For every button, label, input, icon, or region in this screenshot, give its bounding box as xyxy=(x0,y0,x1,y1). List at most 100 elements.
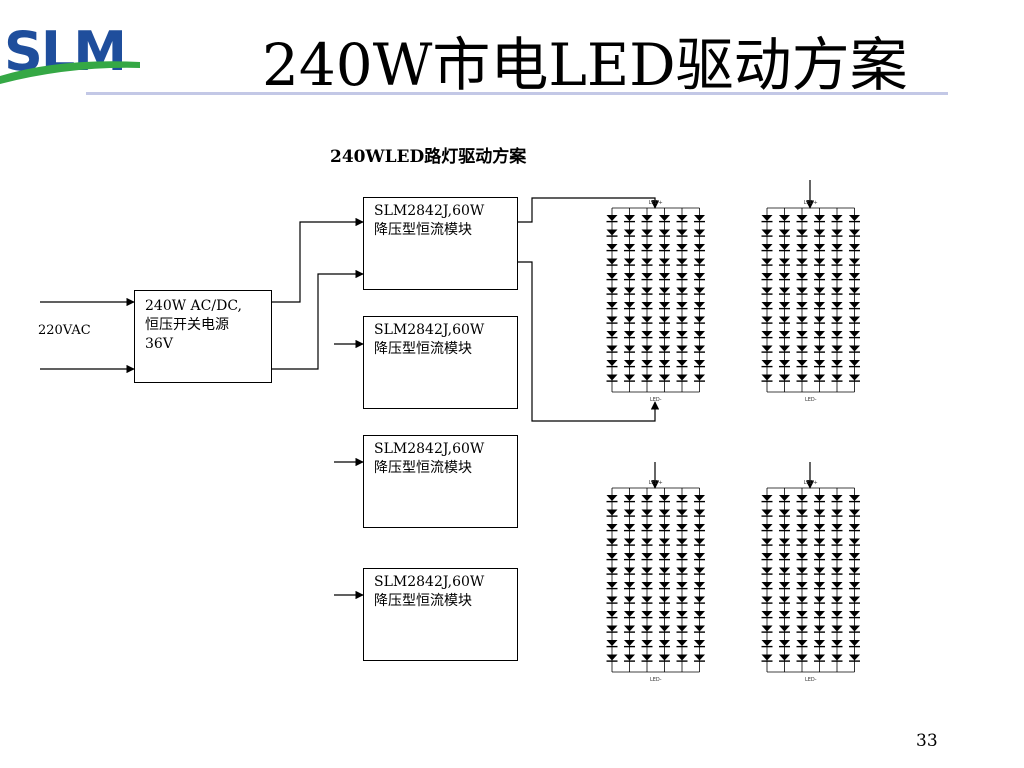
led-diode xyxy=(849,215,860,221)
led-diode xyxy=(849,374,860,381)
led-diode xyxy=(761,495,773,501)
led-diode xyxy=(624,553,635,559)
led-diode xyxy=(676,287,688,294)
led-diode xyxy=(761,374,773,381)
led-minus-label: LED- xyxy=(805,397,817,403)
led-diode xyxy=(796,582,808,588)
led-diode xyxy=(624,258,635,265)
led-diode xyxy=(606,273,618,279)
led-diode xyxy=(779,654,790,661)
led-diode xyxy=(676,538,688,545)
led-diode xyxy=(694,582,705,588)
led-diode xyxy=(606,316,618,323)
led-diode xyxy=(659,273,670,279)
led-diode xyxy=(849,302,860,308)
led-diode xyxy=(694,258,705,265)
led-diode xyxy=(779,611,790,617)
led-diode xyxy=(761,316,773,323)
led-diode xyxy=(796,302,808,308)
led-diode xyxy=(849,553,860,559)
led-diode xyxy=(624,331,635,337)
led-diode xyxy=(849,567,860,574)
led-diode xyxy=(606,553,618,559)
led-diode xyxy=(849,582,860,588)
led-diode xyxy=(814,229,825,236)
led-diode xyxy=(659,229,670,236)
led-diode xyxy=(676,215,688,221)
led-diode xyxy=(694,567,705,574)
led-diode xyxy=(606,524,618,530)
led-diode xyxy=(831,509,843,516)
led-diode xyxy=(796,596,808,603)
led-diode xyxy=(676,331,688,337)
led-diode xyxy=(761,509,773,516)
led-diode xyxy=(831,596,843,603)
led-diode xyxy=(676,640,688,646)
led-diode xyxy=(779,244,790,250)
led-diode xyxy=(779,524,790,530)
led-diode xyxy=(641,229,653,236)
psu-box: 240W AC/DC, 恒压开关电源 36V xyxy=(134,290,272,383)
led-diode xyxy=(624,215,635,221)
led-diode xyxy=(779,553,790,559)
led-diode xyxy=(641,258,653,265)
led-diode xyxy=(659,640,670,646)
led-diode xyxy=(676,654,688,661)
led-diode xyxy=(659,374,670,381)
led-diode xyxy=(641,345,653,352)
led-diode xyxy=(761,582,773,588)
led-diode xyxy=(694,331,705,337)
led-diode xyxy=(624,640,635,646)
led-diode xyxy=(676,345,688,352)
led-diode xyxy=(676,258,688,265)
led-diode xyxy=(761,611,773,617)
led-diode xyxy=(659,287,670,294)
led-diode xyxy=(676,316,688,323)
led-diode xyxy=(641,582,653,588)
led-diode xyxy=(814,495,825,501)
led-diode xyxy=(831,316,843,323)
led-diode xyxy=(606,302,618,308)
led-diode xyxy=(659,215,670,221)
led-diode xyxy=(761,229,773,236)
led-diode xyxy=(641,215,653,221)
led-diode xyxy=(831,654,843,661)
led-diode xyxy=(624,495,635,501)
led-diode xyxy=(624,287,635,294)
led-diode xyxy=(831,360,843,366)
led-diode xyxy=(624,596,635,603)
led-diode xyxy=(676,567,688,574)
led-diode xyxy=(814,611,825,617)
led-diode xyxy=(831,287,843,294)
led-diode xyxy=(694,625,705,632)
led-diode xyxy=(694,553,705,559)
module-label-line2: 降压型恒流模块 xyxy=(374,341,472,357)
slm-logo: SLM xyxy=(0,20,140,84)
led-diode xyxy=(676,625,688,632)
led-diode xyxy=(641,360,653,366)
led-diode xyxy=(814,625,825,632)
led-diode xyxy=(831,553,843,559)
led-diode xyxy=(831,345,843,352)
led-diode xyxy=(814,273,825,279)
led-diode xyxy=(659,553,670,559)
led-diode xyxy=(849,360,860,366)
led-diode xyxy=(641,553,653,559)
led-diode xyxy=(694,640,705,646)
led-diode xyxy=(796,654,808,661)
title-divider xyxy=(86,92,948,95)
led-diode xyxy=(761,287,773,294)
led-diode xyxy=(676,611,688,617)
led-diode xyxy=(659,331,670,337)
led-diode xyxy=(659,360,670,366)
led-diode xyxy=(659,244,670,250)
led-diode xyxy=(606,287,618,294)
led-diode xyxy=(624,229,635,236)
led-diode xyxy=(849,524,860,530)
led-diode xyxy=(814,567,825,574)
led-diode xyxy=(606,215,618,221)
led-minus-label: LED- xyxy=(650,677,662,683)
led-diode xyxy=(831,538,843,545)
led-diode xyxy=(676,360,688,366)
led-diode xyxy=(814,302,825,308)
